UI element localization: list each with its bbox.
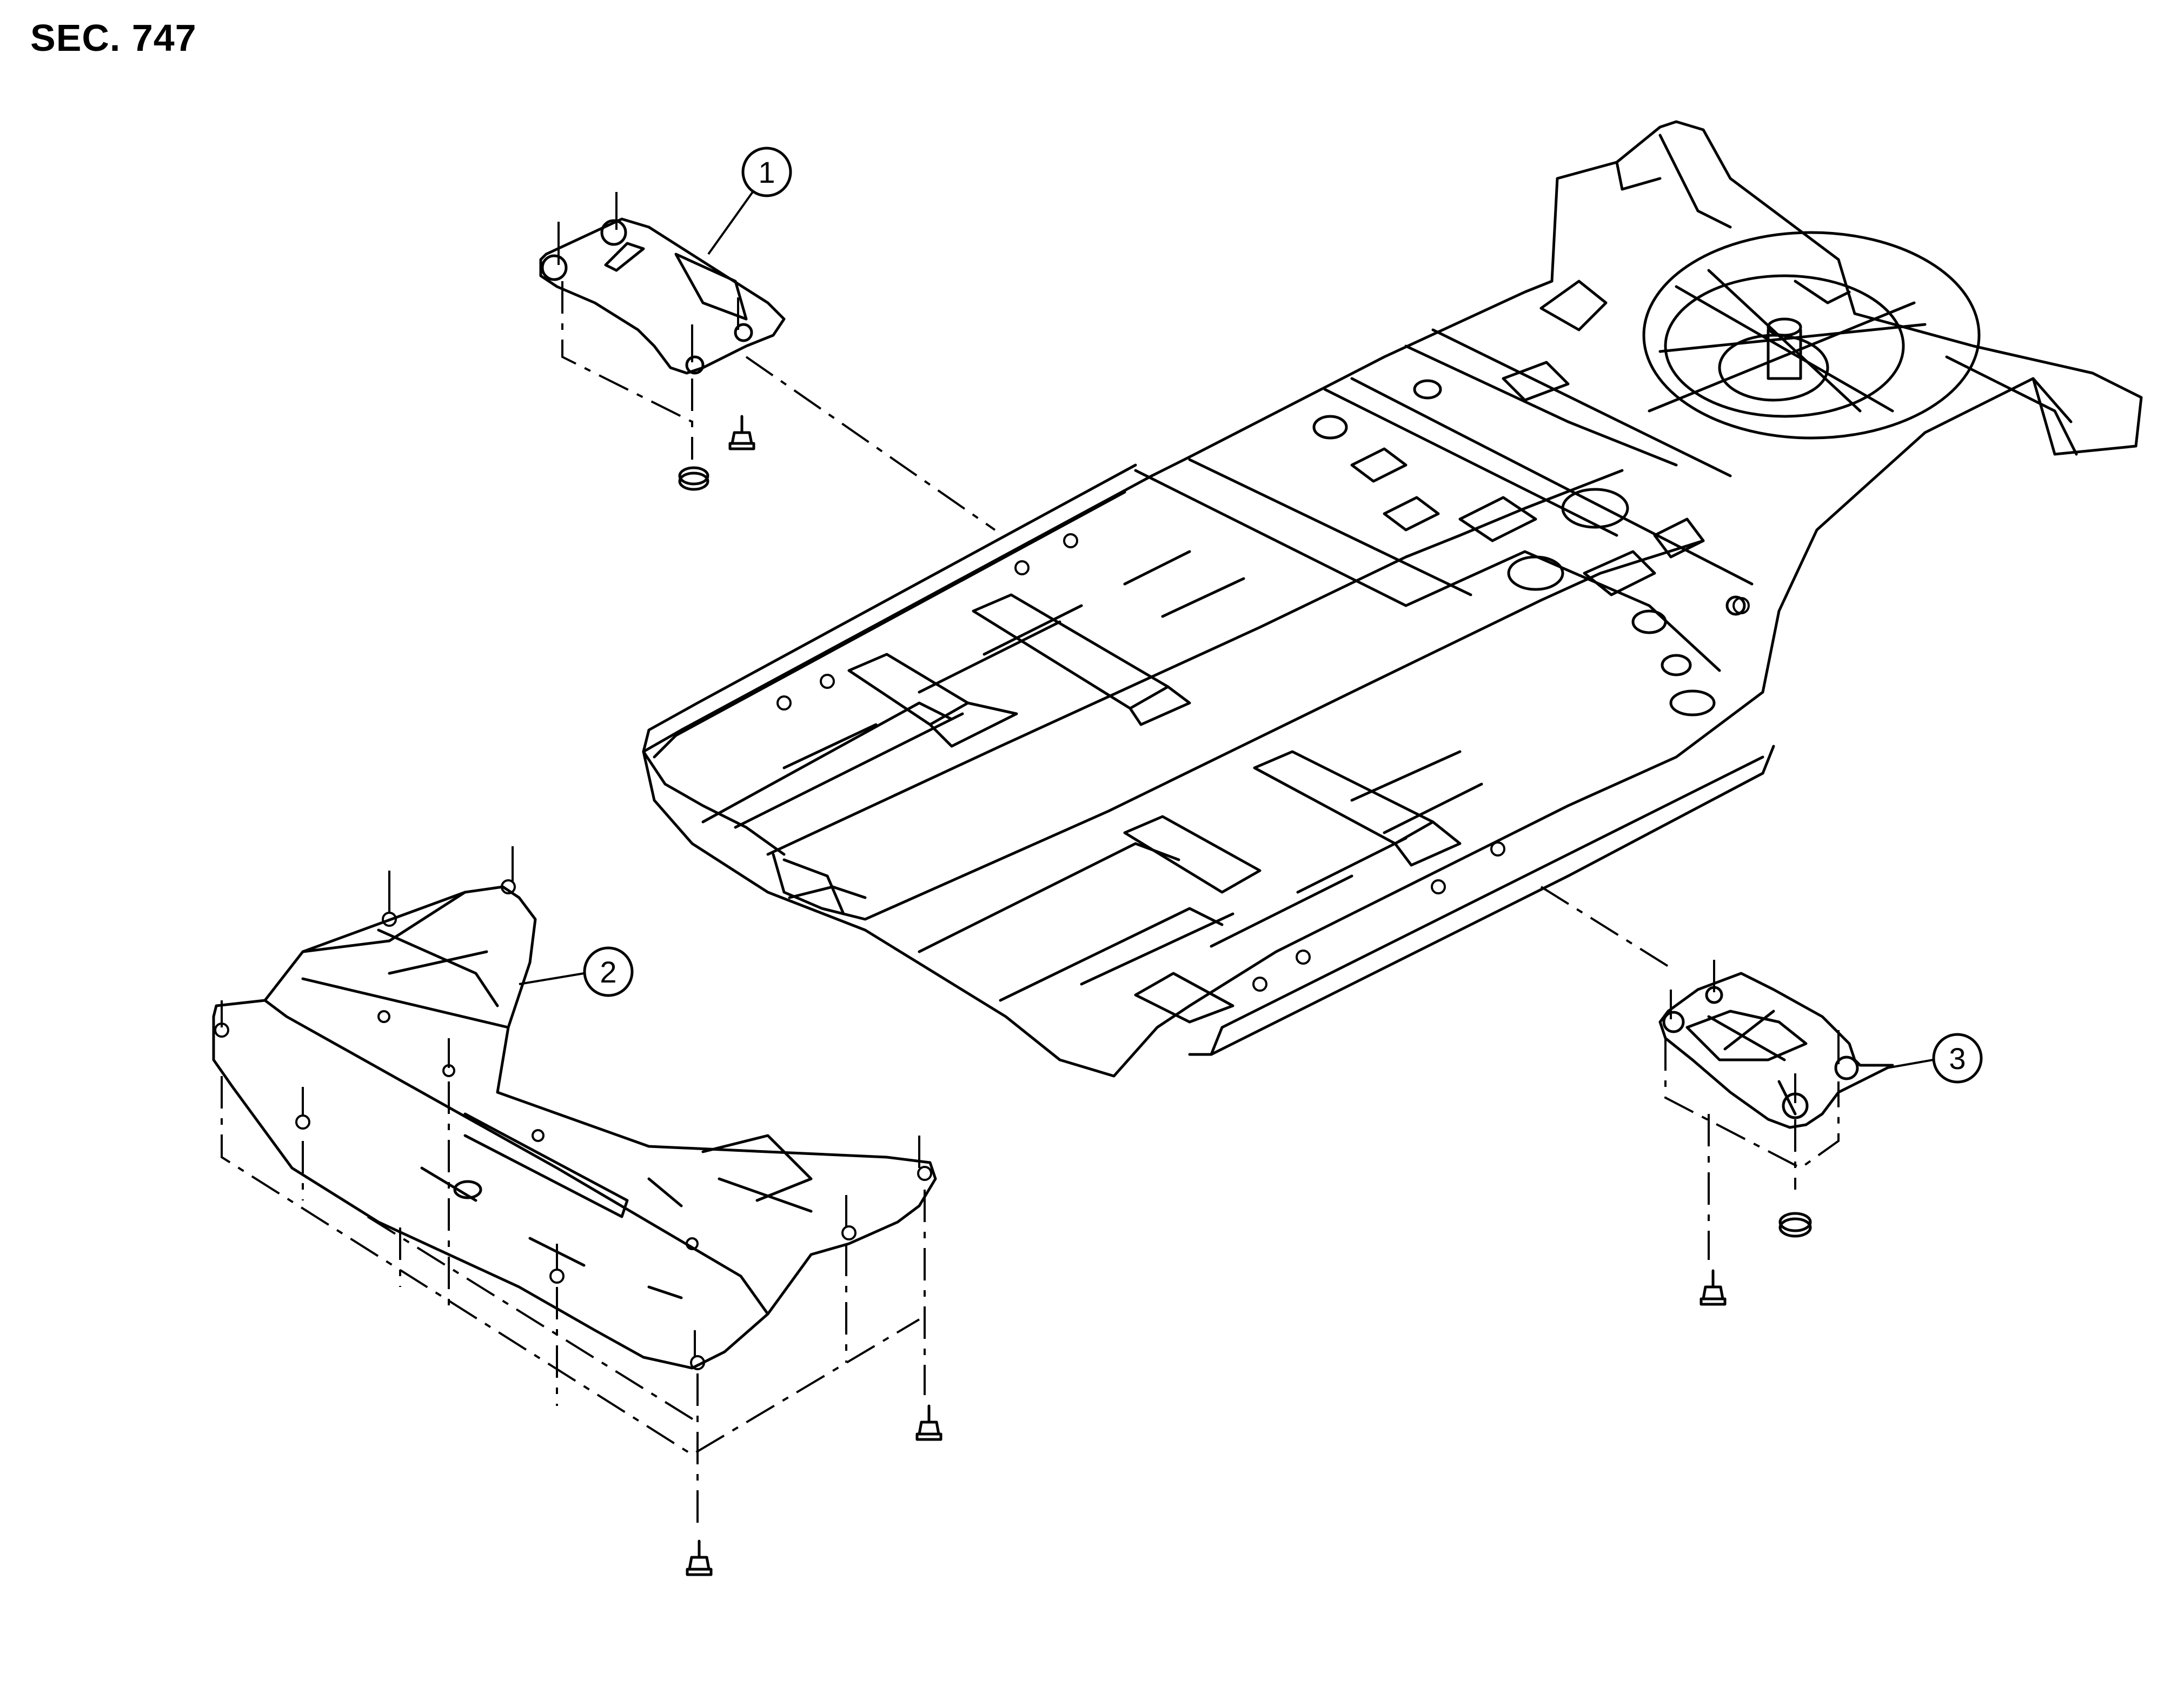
undercover-part-3 <box>1540 886 1894 1306</box>
section-label: SEC. 747 <box>30 17 197 59</box>
svg-text:2: 2 <box>600 955 616 989</box>
floor-panel <box>642 120 2143 1078</box>
callout-1: 1 <box>707 147 792 255</box>
callout-3: 3 <box>1887 1033 1983 1084</box>
undercover-part-1 <box>539 192 996 531</box>
svg-text:3: 3 <box>1949 1041 1966 1076</box>
callout-2: 2 <box>519 946 634 997</box>
svg-text:1: 1 <box>758 155 775 189</box>
undercover-part-2 <box>212 846 942 1576</box>
